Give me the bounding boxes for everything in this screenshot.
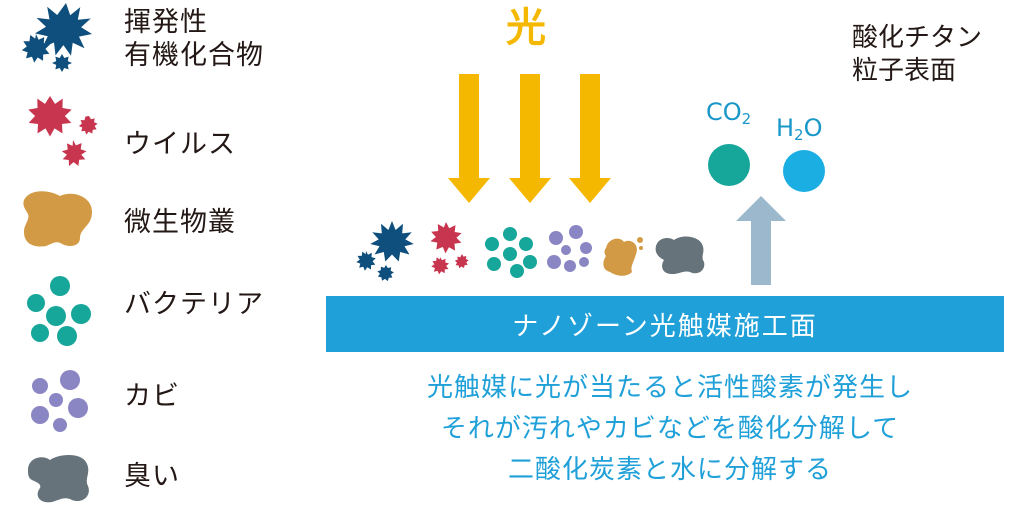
bacteria-particle-dot	[519, 237, 533, 251]
light-arrow-down-icon	[509, 74, 551, 203]
up-arrow-icon	[736, 196, 786, 285]
mold-particle-icon	[547, 225, 592, 272]
explanation-caption: 光触媒に光が当たると活性酸素が発生し それが汚れやカビなどを酸化分解して 二酸化…	[340, 368, 1000, 491]
virus-icon-star-large	[28, 96, 72, 137]
voc-icon-star-tiny	[52, 54, 72, 72]
caption-line2: それが汚れやカビなどを酸化分解して	[440, 414, 900, 444]
voc-icon	[21, 3, 92, 72]
legend-label-voc: 揮発性 有機化合物	[124, 6, 264, 72]
mold-dot	[68, 398, 88, 418]
virus-icon-star-small	[78, 116, 98, 135]
legend-label-microbe: 微生物叢	[124, 207, 236, 238]
mold-icon	[31, 370, 88, 432]
surface-label: 酸化チタン 粒子表面	[852, 22, 982, 88]
mold-dot	[53, 418, 67, 432]
h2o-label: H2O	[776, 114, 822, 149]
legend-label-voc-line2: 有機化合物	[124, 40, 264, 71]
virus-icon-star-mid	[61, 140, 87, 167]
light-arrow-down-icon	[448, 74, 490, 203]
mold-particle-dot	[547, 255, 561, 269]
bacteria-dot	[50, 276, 70, 296]
caption-line1: 光触媒に光が当たると活性酸素が発生し	[426, 373, 913, 403]
mold-particle-dot	[564, 260, 576, 272]
voc-icon-star-large	[35, 3, 92, 56]
coated-surface-label: ナノゾーン光触媒施工面	[512, 311, 818, 342]
bacteria-particle-dot	[503, 247, 517, 261]
odor-particle-icon	[655, 236, 705, 274]
virus-particle-icon	[431, 257, 449, 275]
microbe-particle-speck	[637, 237, 643, 243]
mold-dot	[31, 406, 49, 424]
legend-label-voc-line1: 揮発性	[124, 7, 208, 38]
light-arrows	[448, 74, 611, 203]
virus-icon	[28, 96, 98, 167]
surface-label-line2: 粒子表面	[852, 56, 957, 86]
bacteria-icon	[27, 276, 91, 346]
surface-particles	[356, 221, 705, 282]
mold-particle-dot	[569, 225, 583, 239]
voc-particle-icon	[377, 265, 394, 282]
h2o-label-base: H	[776, 114, 795, 142]
bacteria-particle-dot	[503, 227, 517, 241]
co2-label-base: CO	[706, 98, 742, 126]
bacteria-particle-dot	[485, 237, 499, 251]
co2-label-sub: 2	[741, 110, 752, 128]
virus-particle-icon	[454, 254, 469, 269]
microbe-particle-icon	[603, 238, 637, 276]
bacteria-particle-dot	[523, 255, 537, 269]
microbe-icon	[23, 191, 93, 247]
co2-molecule	[708, 144, 750, 186]
voc-particle-icon	[356, 251, 376, 271]
mold-dot	[60, 370, 80, 390]
caption-line3: 二酸化炭素と水に分解する	[507, 455, 832, 485]
mold-dot	[32, 378, 48, 394]
virus-particle-icon	[430, 222, 462, 254]
voc-particle-icon	[370, 221, 414, 262]
mold-particle-dot	[579, 257, 589, 267]
surface-label-line1: 酸化チタン	[852, 23, 983, 53]
co2-label: CO2	[706, 98, 751, 133]
bacteria-dot	[31, 324, 49, 342]
mold-dot	[49, 393, 63, 407]
bacteria-dot	[46, 306, 66, 326]
light-arrow-down-icon	[569, 74, 611, 203]
odor-icon	[28, 455, 89, 503]
light-label: 光	[506, 5, 546, 51]
mold-particle-dot	[549, 231, 563, 245]
legend-label-bacteria: バクテリア	[124, 289, 264, 320]
h2o-label-tail: O	[803, 114, 823, 142]
microbe-particle-speck	[639, 246, 643, 250]
h2o-label-sub: 2	[794, 126, 804, 144]
bacteria-dot	[71, 304, 91, 324]
h2o-molecule	[783, 150, 825, 192]
bacteria-particle-icon	[485, 227, 537, 278]
bacteria-dot	[57, 326, 77, 346]
legend-label-odor: 臭い	[124, 461, 180, 492]
legend-label-mold: カビ	[124, 381, 180, 412]
bacteria-particle-dot	[487, 257, 501, 271]
mold-particle-dot	[561, 245, 571, 255]
voc-icon-star-small	[21, 34, 50, 63]
bacteria-dot	[27, 294, 45, 312]
coated-surface-band: ナノゾーン光触媒施工面	[326, 296, 1004, 352]
bacteria-particle-dot	[510, 264, 524, 278]
mold-particle-dot	[580, 242, 592, 254]
legend-label-virus: ウイルス	[124, 129, 236, 160]
